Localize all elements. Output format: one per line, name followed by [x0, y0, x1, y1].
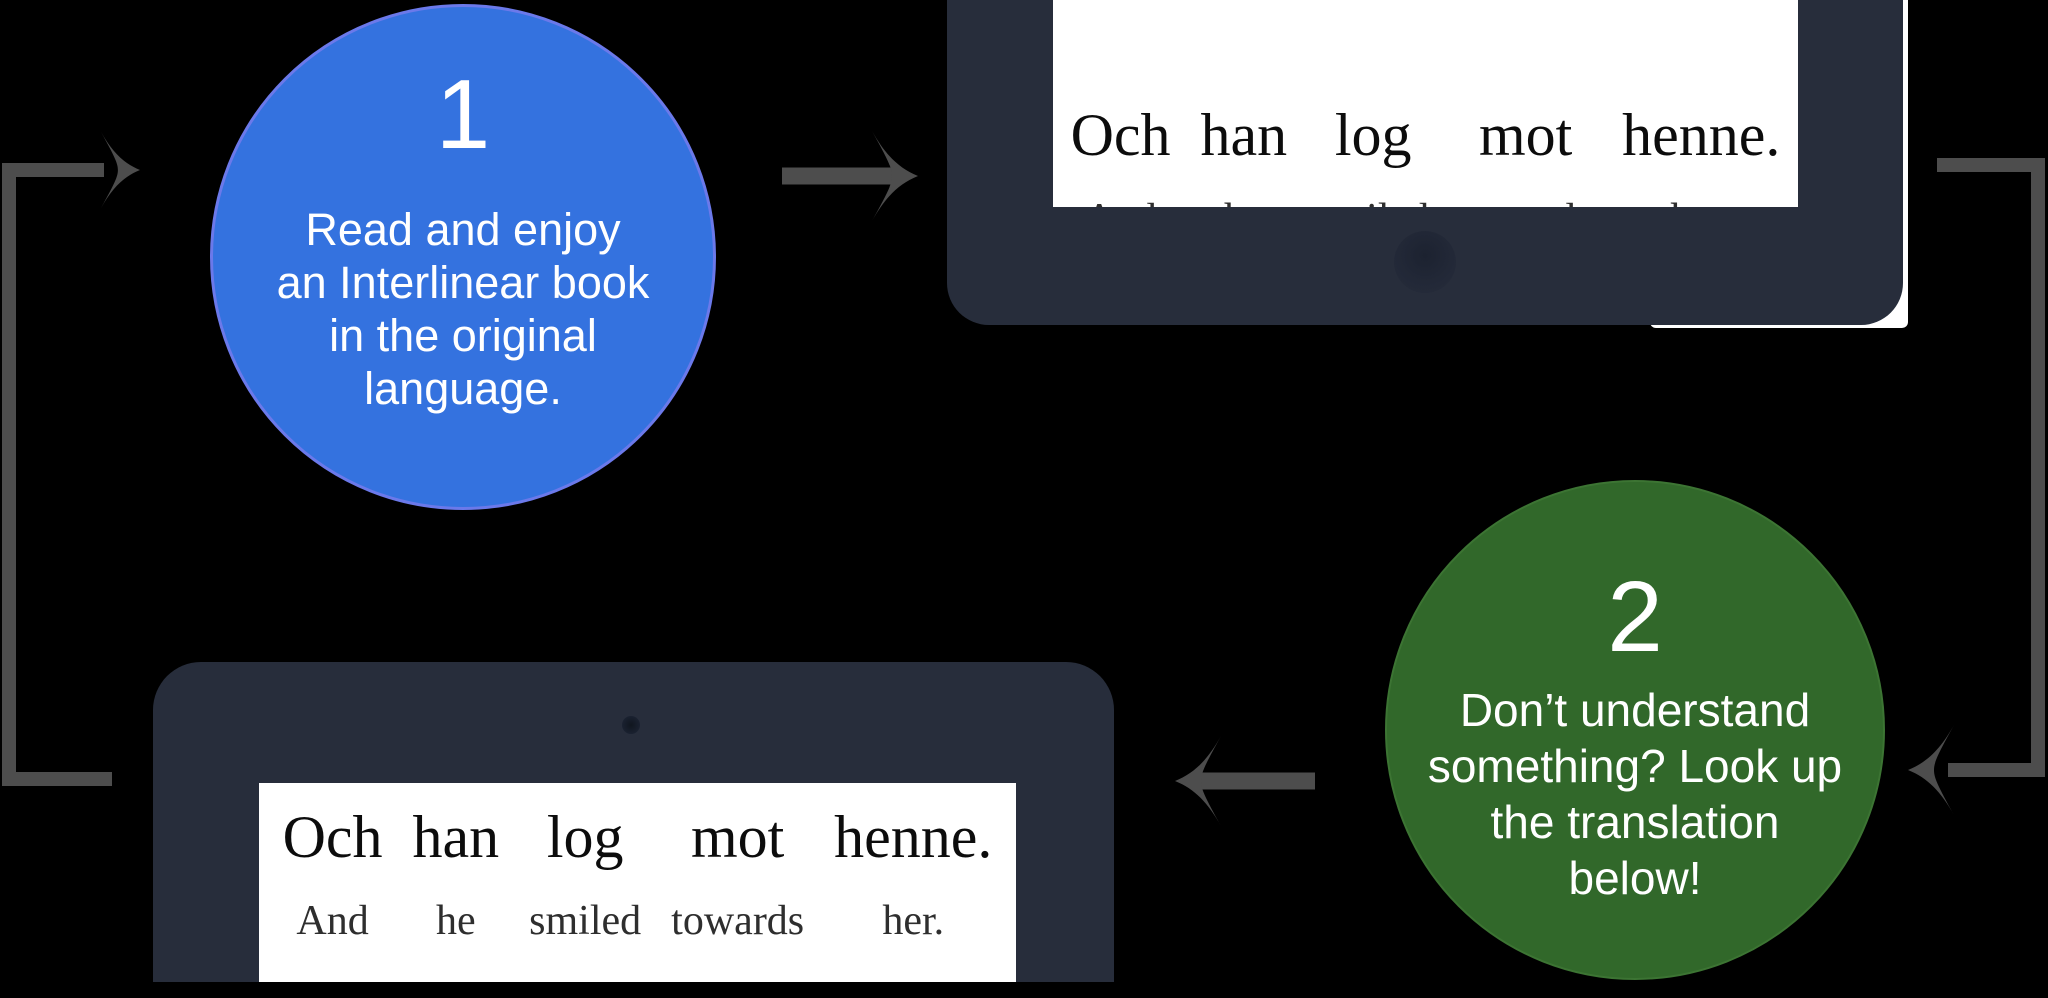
- word-pair: han he: [413, 783, 500, 951]
- original-word: mot: [1478, 102, 1573, 168]
- translation-word: And: [296, 898, 369, 944]
- original-word: mot: [690, 804, 785, 870]
- step-circle-1: 1 Read and enjoy an Interlinear book in …: [210, 4, 716, 510]
- step-number: 2: [1607, 561, 1663, 673]
- word-pair: henne. her.: [834, 783, 992, 951]
- step-description-line: Don’t understand: [1459, 684, 1811, 736]
- original-word: Och: [282, 804, 383, 870]
- home-button-icon: [1394, 231, 1456, 293]
- word-pair: mot towards: [671, 783, 804, 951]
- word-pair: han he: [1201, 81, 1288, 207]
- step-description-line: Read and enjoy: [305, 204, 621, 255]
- step-description-line: the translation: [1490, 796, 1780, 848]
- step-description-line: in the original: [329, 310, 597, 361]
- tablet-bottom-screen: Och And han he log smiled mot towards he…: [259, 783, 1016, 982]
- interlinear-sentence: Och And han he log smiled mot towards he…: [1053, 0, 1798, 207]
- step-description-line: below!: [1568, 852, 1702, 904]
- step-number: 1: [435, 59, 491, 169]
- step-description-line: an Interlinear book: [276, 257, 650, 308]
- word-pair: mot towards: [1459, 81, 1592, 207]
- tablet-with-translation: Och And han he log smiled mot towards he…: [153, 662, 1114, 982]
- arrowhead-into-step2-icon: [1908, 725, 1954, 815]
- original-word: henne.: [834, 804, 993, 870]
- translation-word: he: [1224, 189, 1264, 207]
- original-word: log: [1334, 102, 1412, 168]
- original-word: han: [412, 804, 500, 870]
- word-pair: log smiled: [529, 783, 641, 951]
- interlinear-sentence: Och And han he log smiled mot towards he…: [259, 783, 1016, 951]
- translation-word: smiled: [1317, 189, 1429, 207]
- tablet-original-text: Och And han he log smiled mot towards he…: [947, 0, 1903, 325]
- original-word: henne.: [1622, 102, 1781, 168]
- original-word: han: [1200, 102, 1288, 168]
- word-pair: Och And: [283, 783, 383, 951]
- original-word: log: [546, 804, 624, 870]
- arrowhead-into-step1-icon: [100, 131, 140, 209]
- translation-word: towards: [1459, 189, 1592, 207]
- translation-word: he: [436, 898, 476, 944]
- camera-dot-icon: [622, 716, 640, 734]
- tablet-top-screen: Och And han he log smiled mot towards he…: [1053, 0, 1798, 207]
- translation-word: smiled: [529, 898, 642, 944]
- word-pair: henne. her.: [1622, 81, 1780, 207]
- step-circle-2: 2 Don’t understand something? Look up th…: [1385, 480, 1885, 980]
- step-description: Don’t understand something? Look up the …: [1387, 682, 1883, 906]
- word-pair: Och And: [1071, 81, 1171, 207]
- step-description-line: language.: [364, 363, 562, 414]
- translation-word: And: [1084, 189, 1156, 207]
- original-word: Och: [1070, 102, 1171, 168]
- translation-word: her.: [882, 898, 945, 944]
- translation-word: her.: [1670, 189, 1732, 207]
- translation-word: towards: [671, 898, 805, 944]
- flow-line-right: [1937, 158, 2045, 777]
- flow-line-left: [2, 163, 112, 786]
- step-description-line: something? Look up: [1427, 740, 1843, 792]
- step-description: Read and enjoy an Interlinear book in th…: [213, 203, 713, 415]
- word-pair: log smiled: [1317, 81, 1429, 207]
